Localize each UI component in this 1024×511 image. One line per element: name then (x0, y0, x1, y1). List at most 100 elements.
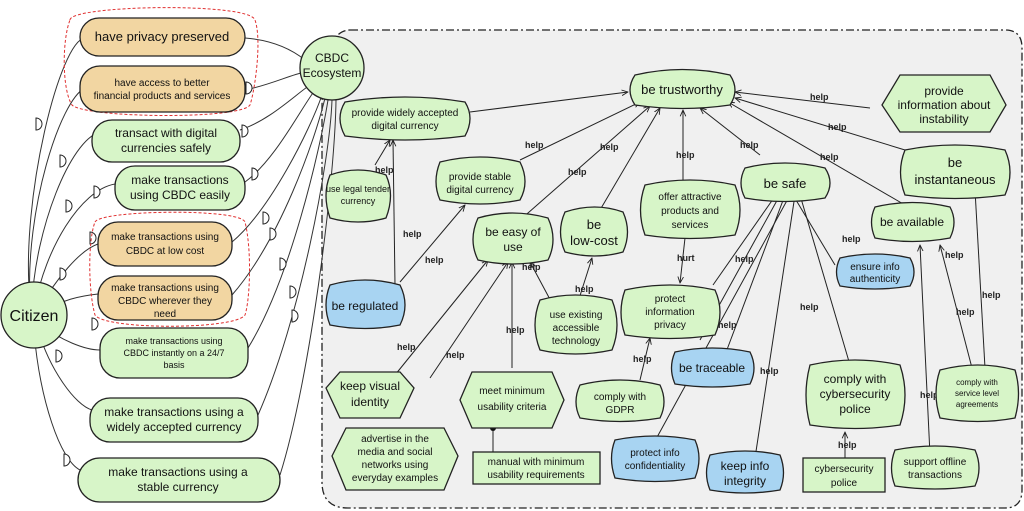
citizen-goals: have privacy preserved have access to be… (77, 17, 281, 503)
svg-text:help: help (525, 140, 544, 150)
svg-text:help: help (760, 366, 779, 376)
svg-text:help: help (506, 325, 525, 335)
svg-text:help: help (838, 440, 857, 450)
svg-text:be safe: be safe (764, 176, 807, 191)
svg-text:help: help (397, 342, 416, 352)
svg-text:help: help (956, 307, 975, 317)
citizen-actor[interactable]: Citizen (0, 281, 68, 349)
softgoal-safe[interactable]: be safe (740, 162, 831, 203)
softgoal-available[interactable]: be available (870, 201, 955, 243)
softgoal-trustworthy[interactable]: be trustworthy (629, 68, 736, 110)
svg-text:help: help (522, 262, 541, 272)
svg-text:hurt: hurt (677, 253, 695, 263)
svg-text:help: help (920, 390, 939, 400)
svg-text:help: help (945, 250, 964, 260)
svg-text:be regulated: be regulated (332, 299, 399, 313)
svg-text:help: help (740, 140, 759, 150)
contribution-links (374, 92, 986, 460)
svg-text:help: help (676, 150, 695, 160)
svg-text:help: help (800, 302, 819, 312)
svg-text:be traceable: be traceable (679, 361, 745, 375)
privacy-group-mid (89, 211, 250, 327)
privacy-group-top (63, 7, 259, 116)
svg-text:help: help (600, 142, 619, 152)
hurt-link (680, 237, 686, 283)
goal-privacy-preserved[interactable]: have privacy preserved (79, 17, 246, 57)
resource-traceable[interactable]: be traceable (670, 347, 755, 388)
svg-text:help: help (633, 354, 652, 364)
svg-text:help: help (842, 234, 861, 244)
svg-text:help: help (375, 165, 394, 175)
svg-text:help: help (982, 290, 1001, 300)
citizen-label: Citizen (10, 308, 59, 325)
svg-text:help: help (575, 284, 594, 294)
svg-text:be trustworthy: be trustworthy (641, 82, 723, 97)
dependency-markers (35, 81, 299, 467)
svg-text:help: help (568, 167, 587, 177)
resource-regulated[interactable]: be regulated (325, 279, 406, 330)
svg-text:help: help (820, 152, 839, 162)
svg-text:help: help (718, 320, 737, 330)
svg-text:be available: be available (880, 215, 944, 229)
svg-text:help: help (425, 255, 444, 265)
